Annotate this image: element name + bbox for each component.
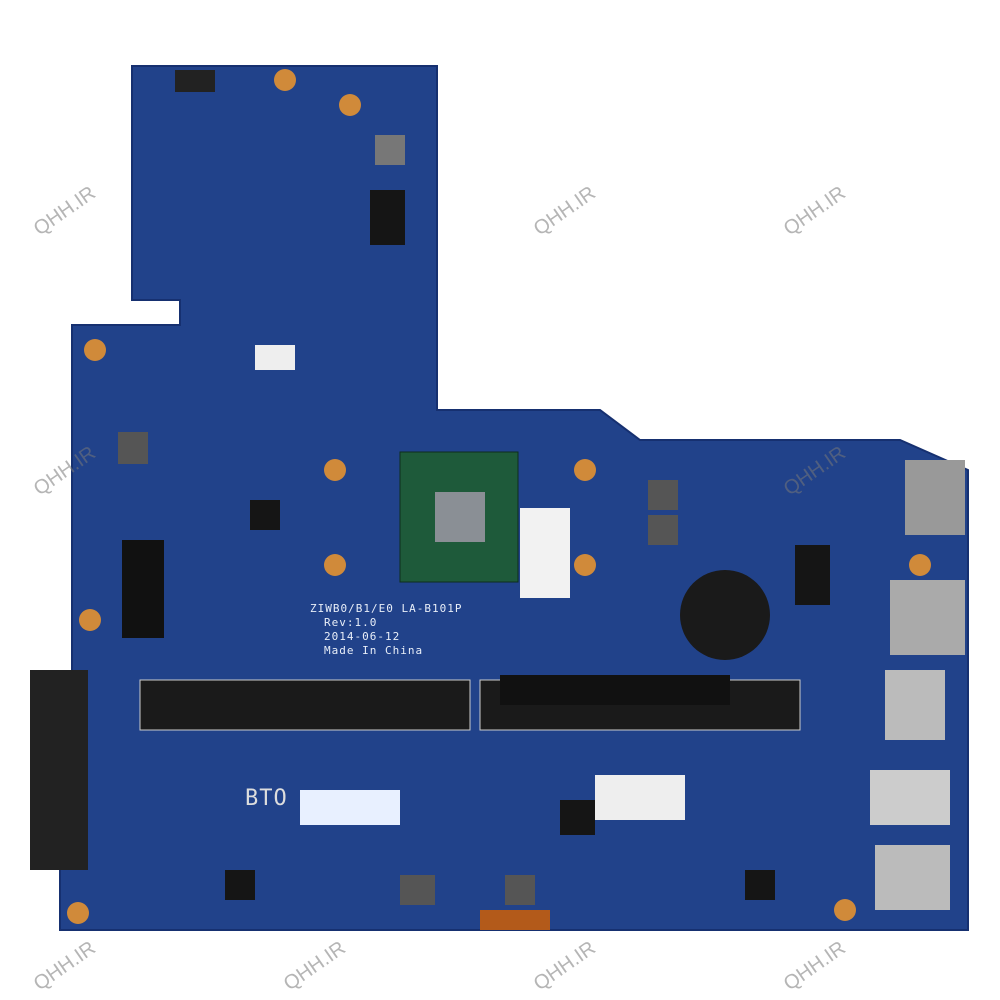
board-date: 2014-06-12 xyxy=(324,630,401,643)
bto-label: BTO xyxy=(245,786,288,811)
board-model: ZIWB0/B1/E0 LA-B101P xyxy=(310,602,463,615)
usb-port-1 xyxy=(885,670,945,740)
white-sticker-2 xyxy=(595,775,685,820)
white-sticker xyxy=(520,508,570,598)
board-silkscreen: ZIWB0/B1/E0 LA-B101P Rev:1.0 2014-06-12 … xyxy=(310,602,462,658)
components xyxy=(118,135,830,930)
mounting-holes xyxy=(67,69,931,924)
board-revision: Rev:1.0 xyxy=(324,616,378,629)
ribbon-connector xyxy=(175,70,215,92)
m2-slot xyxy=(122,540,164,638)
cmos-battery xyxy=(680,570,770,660)
sata-connector xyxy=(30,670,88,870)
usb-port-2 xyxy=(870,770,950,825)
cpu-die xyxy=(435,492,485,542)
usb-port-3 xyxy=(875,845,950,910)
black-tape xyxy=(500,675,730,705)
board-origin: Made In China xyxy=(324,644,424,657)
ram-slot-left xyxy=(139,679,471,731)
bto-sticker xyxy=(300,790,400,825)
ethernet-port xyxy=(890,580,965,655)
vga-port xyxy=(905,460,965,535)
